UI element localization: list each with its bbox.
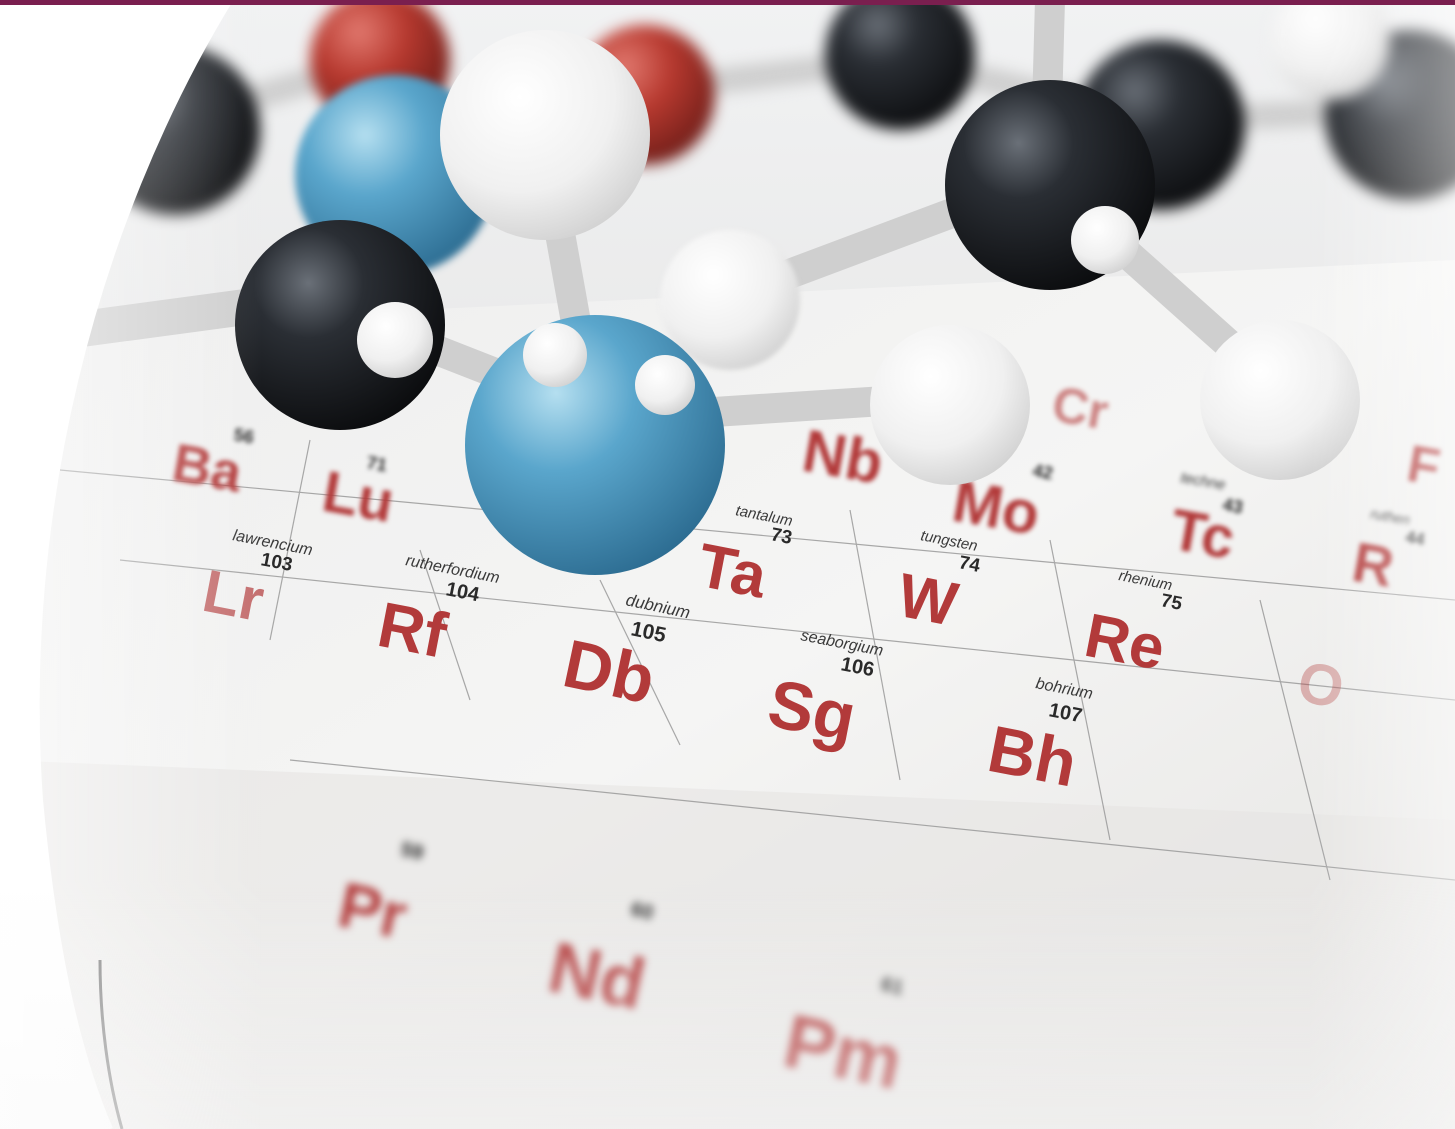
atom-white [870, 325, 1030, 485]
element-number: 59 [399, 838, 425, 864]
element-symbol: Tc [1166, 497, 1240, 572]
element-symbol: Lr [198, 557, 270, 634]
bond-joint [357, 302, 433, 378]
atom-white [440, 30, 650, 240]
element-number: 75 [1159, 590, 1184, 615]
element-number: 61 [879, 973, 905, 999]
element-symbol: Sg [762, 665, 862, 756]
element-symbol: Ta [692, 531, 772, 612]
bond-joint [635, 355, 695, 415]
top-accent-bar [0, 0, 1455, 5]
element-symbol: Rf [372, 588, 453, 672]
bond-joint [1071, 206, 1139, 274]
atom-blue [465, 315, 725, 575]
element-symbol: Ba [168, 433, 247, 504]
element-number: 44 [1404, 527, 1426, 549]
element-symbol: Cr [1048, 376, 1112, 441]
lower-paper-shadow [0, 760, 1455, 1129]
element-number: 73 [769, 524, 794, 549]
bond-joint [523, 323, 587, 387]
element-symbol: Lu [318, 459, 399, 535]
atom-white [1200, 320, 1360, 480]
element-number: 60 [629, 898, 655, 924]
